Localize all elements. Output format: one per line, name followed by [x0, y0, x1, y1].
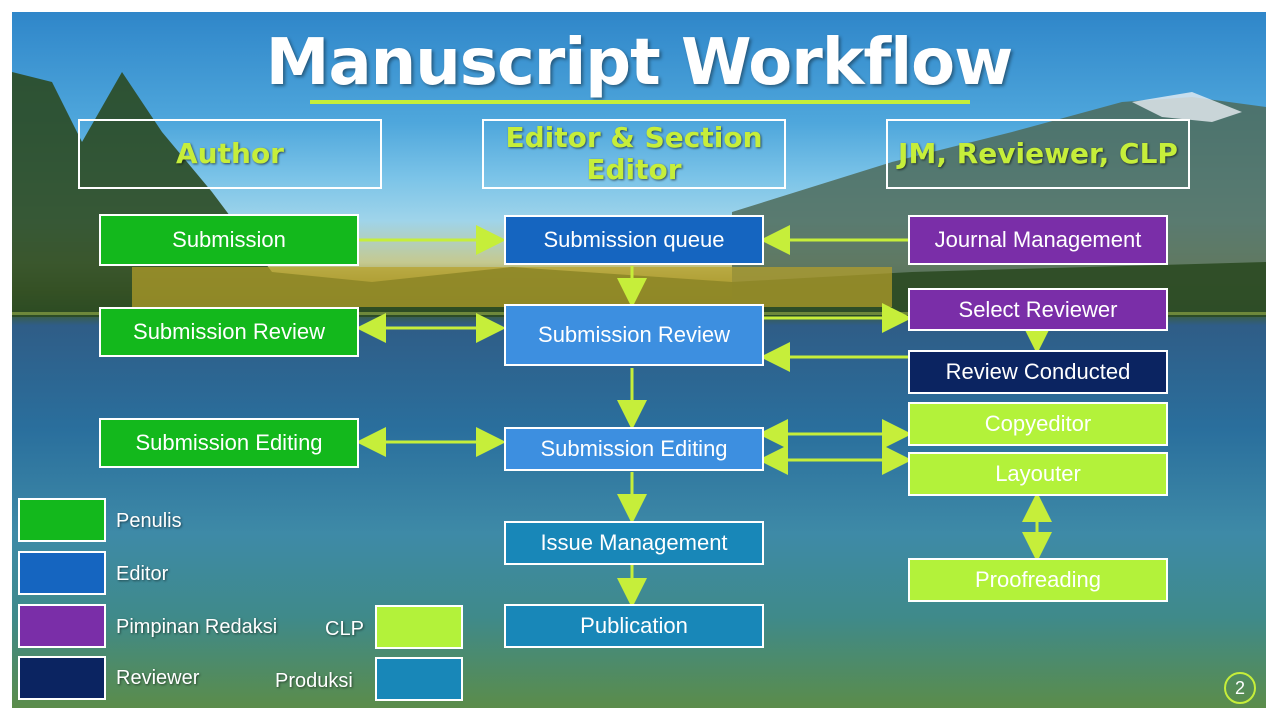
node-review-conducted: Review Conducted: [908, 350, 1168, 394]
legend-swatch-penulis: [18, 498, 106, 542]
page-number: 2: [1224, 672, 1256, 704]
node-publication: Publication: [504, 604, 764, 648]
page-title: Manuscript Workflow: [265, 26, 1014, 100]
legend-swatch-produksi: [375, 657, 463, 701]
legend-label-clp: CLP: [325, 618, 364, 640]
node-submission-review-editor: Submission Review: [504, 304, 764, 366]
legend-swatch-pimpinan: [18, 604, 106, 648]
legend-label-produksi: Produksi: [275, 670, 353, 692]
column-header-author: Author: [78, 119, 382, 189]
node-select-reviewer: Select Reviewer: [908, 288, 1168, 331]
node-submission-editing-author: Submission Editing: [99, 418, 359, 468]
legend-swatch-editor: [18, 551, 106, 595]
slide-background: Manuscript Workflow Author Editor & Sect…: [12, 12, 1266, 708]
node-copyeditor: Copyeditor: [908, 402, 1168, 446]
legend-swatch-reviewer: [18, 656, 106, 700]
title-underline: [310, 100, 970, 104]
node-submission: Submission: [99, 214, 359, 266]
legend-label-editor: Editor: [116, 563, 169, 585]
column-header-editor: Editor & Section Editor: [482, 119, 786, 189]
node-issue-management: Issue Management: [504, 521, 764, 565]
node-proofreading: Proofreading: [908, 558, 1168, 602]
node-journal-management: Journal Management: [908, 215, 1168, 265]
legend-label-reviewer: Reviewer: [116, 667, 200, 689]
node-submission-review-author: Submission Review: [99, 307, 359, 357]
workflow-arrows: [356, 225, 1052, 608]
node-submission-editing-editor: Submission Editing: [504, 427, 764, 471]
legend-label-pimpinan: Pimpinan Redaksi: [116, 616, 278, 638]
node-layouter: Layouter: [908, 452, 1168, 496]
legend-swatch-clp: [375, 605, 463, 649]
legend-label-penulis: Penulis: [116, 510, 182, 532]
column-header-jm: JM, Reviewer, CLP: [886, 119, 1190, 189]
node-submission-queue: Submission queue: [504, 215, 764, 265]
